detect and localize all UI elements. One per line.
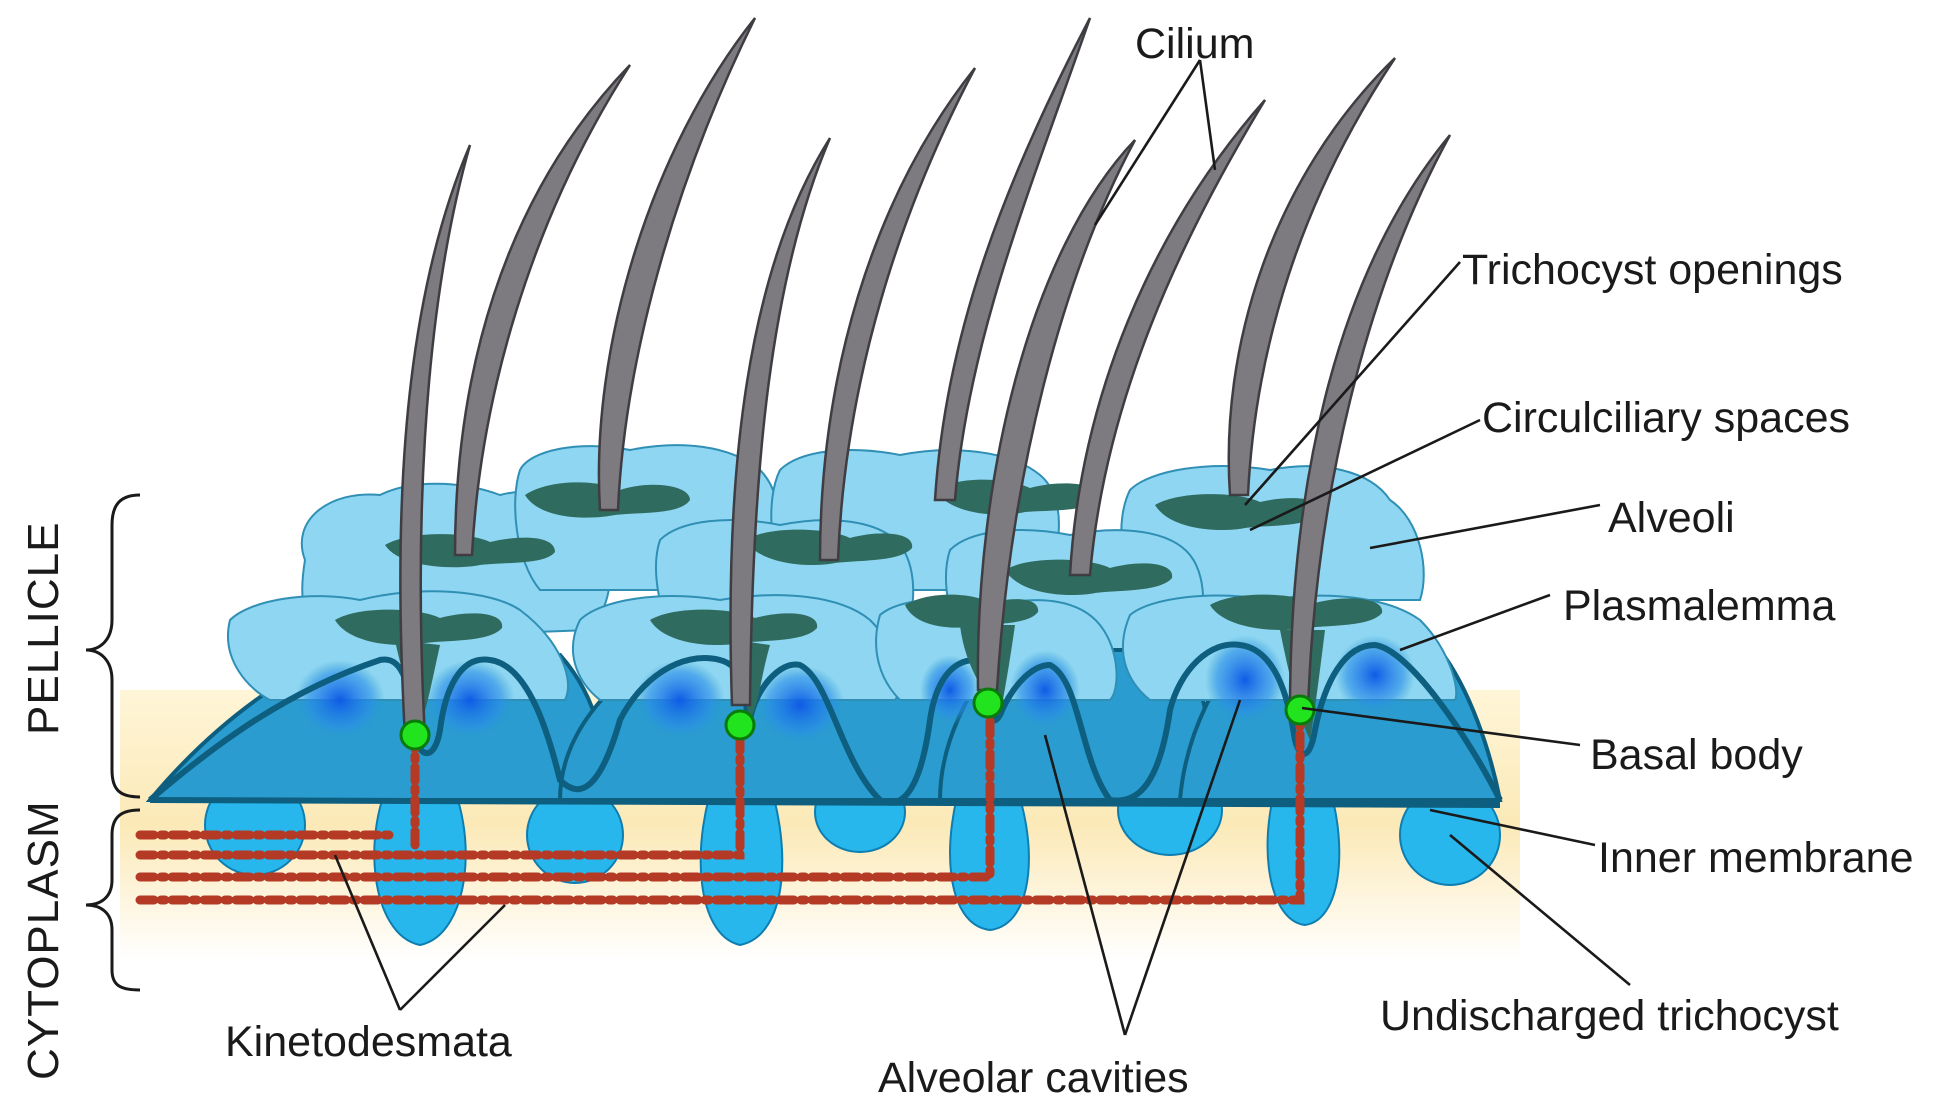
- label-alveoli: Alveoli: [1608, 494, 1735, 542]
- label-plasmalemma: Plasmalemma: [1563, 582, 1835, 630]
- pellicle-side-label: PELLICLE: [19, 522, 68, 735]
- label-circulciliary-spaces: Circulciliary spaces: [1482, 394, 1850, 442]
- cytoplasm-side-label: CYTOPLASM: [19, 800, 68, 1080]
- basal-body: [974, 689, 1002, 717]
- basal-body: [726, 711, 754, 739]
- label-trichocyst-openings: Trichocyst openings: [1462, 246, 1843, 294]
- label-alveolar-cavities: Alveolar cavities: [878, 1054, 1189, 1099]
- label-basal-body: Basal body: [1590, 731, 1803, 779]
- label-undischarged-trichocyst: Undischarged trichocyst: [1380, 992, 1839, 1040]
- label-kinetodesmata: Kinetodesmata: [225, 1018, 512, 1066]
- basal-body: [401, 721, 429, 749]
- label-cilium: Cilium: [1135, 20, 1254, 68]
- label-inner-membrane: Inner membrane: [1598, 834, 1914, 882]
